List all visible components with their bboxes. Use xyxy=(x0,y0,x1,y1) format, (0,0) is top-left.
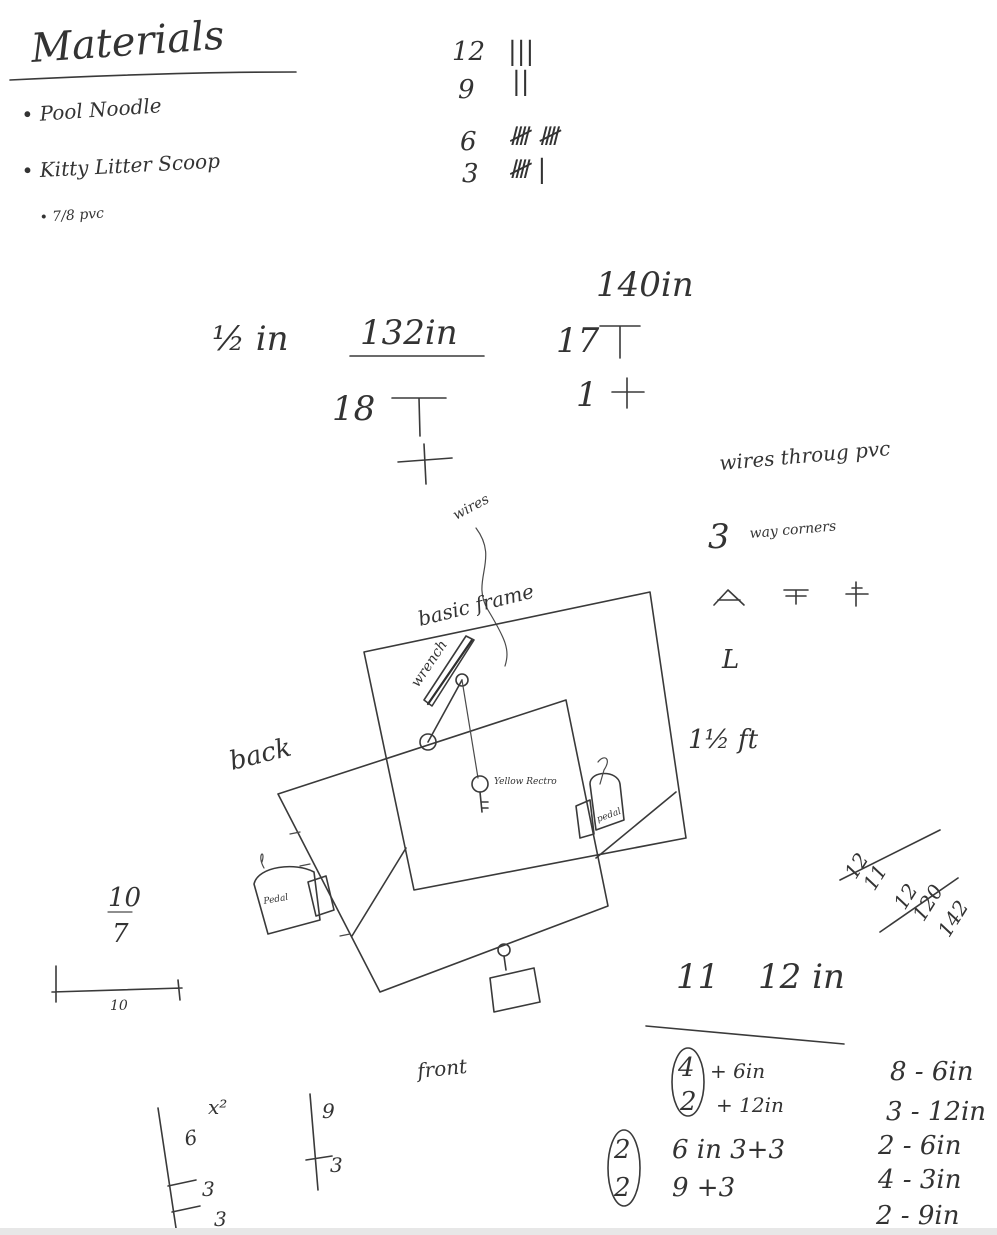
key-icon xyxy=(472,776,488,792)
corner-math: 6 x² 3 3 9 3 xyxy=(158,1094,343,1231)
bottom-row: 11 12 in xyxy=(646,957,845,1044)
ruler-label: 10 xyxy=(110,998,128,1014)
ruler-line xyxy=(52,966,182,1002)
piece-row: + 6in xyxy=(710,1059,765,1083)
tally-marks: 𝍸 𝍸 xyxy=(508,122,561,152)
length-section: 140in ½ in 132in 17 18 1 xyxy=(212,265,694,484)
back-frame xyxy=(364,592,686,890)
count-18: 18 xyxy=(332,389,375,429)
pedal-spring xyxy=(598,758,607,784)
tally-label: 3 xyxy=(462,159,479,189)
six-label: 6 xyxy=(182,1125,200,1151)
count-17: 17 xyxy=(556,321,600,361)
tally-label: 12 xyxy=(452,37,485,67)
circled-number: 2 xyxy=(613,1173,631,1203)
three-way-label: way corners xyxy=(749,518,837,542)
cross-fitting-icon xyxy=(398,444,452,484)
pedal-post xyxy=(504,956,506,970)
corner-L-label: L xyxy=(721,645,739,675)
cut-list-item: 3 - 12in xyxy=(886,1097,986,1127)
circled-number: 2 xyxy=(613,1135,631,1165)
left-pedal-label: Pedal xyxy=(262,893,289,907)
notes-section: wires throug pvc 3 way corners L xyxy=(708,436,891,675)
fraction-numerator: 10 xyxy=(108,883,141,913)
basic-frame-label: basic frame xyxy=(415,579,536,631)
bottom-pedal xyxy=(490,968,540,1012)
frame-brace xyxy=(352,848,406,936)
piece-row: 6 in 3+3 xyxy=(672,1135,785,1165)
tally-label: 9 xyxy=(458,75,475,105)
crank-arm xyxy=(428,680,462,742)
pedal-spring xyxy=(261,854,264,868)
key-label: Yellow Rectro xyxy=(494,777,557,787)
cut-list-item: 8 - 6in xyxy=(890,1057,973,1087)
key-icon xyxy=(480,792,488,812)
material-item: • Pool Noodle xyxy=(21,93,163,127)
three-way-corner-icon xyxy=(714,590,744,605)
tally-label: 6 xyxy=(460,127,477,157)
tee-fitting-icon xyxy=(392,398,446,436)
three-way-count: 3 xyxy=(708,517,730,557)
vertical-stroke xyxy=(158,1108,176,1228)
nine-label: 9 xyxy=(322,1099,335,1123)
cut-list-item: 2 - 9in xyxy=(875,1201,959,1231)
divider-line xyxy=(646,1026,844,1044)
front-frame xyxy=(278,700,608,992)
diagonal-sum: 12 11 12 120 142 xyxy=(840,837,974,941)
circled-number: 2 xyxy=(679,1087,697,1117)
materials-underline xyxy=(10,72,296,80)
three-label: 3 xyxy=(202,1177,215,1201)
length-132: 132in xyxy=(360,313,458,353)
circled-number: 4 xyxy=(677,1053,695,1083)
cut-list-item: 4 - 3in xyxy=(877,1165,961,1195)
squared-label: x² xyxy=(208,1095,227,1119)
count-1: 1 xyxy=(576,375,598,415)
height-label: 1½ ft xyxy=(688,725,759,755)
pedal-mount xyxy=(576,800,594,838)
wires-through-note: wires throug pvc xyxy=(718,436,891,475)
material-item: • Kitty Litter Scoop xyxy=(21,149,221,183)
piece-row: 9 +3 xyxy=(672,1173,735,1203)
tally-marks: ||| xyxy=(508,37,534,67)
length-140: 140in xyxy=(596,265,694,305)
three-small-label: 3 xyxy=(330,1153,343,1177)
materials-section: Materials • Pool Noodle • Kitty Litter S… xyxy=(10,13,296,226)
ruler-section: 10 7 10 xyxy=(52,883,182,1014)
tally-marks: || xyxy=(512,67,530,97)
tee-fitting-icon xyxy=(600,326,640,358)
back-label: back xyxy=(226,733,294,777)
materials-title: Materials xyxy=(28,13,225,72)
bottom-row-left: 11 xyxy=(676,957,719,997)
half-inch-label: ½ in xyxy=(212,319,289,359)
pedal-mount xyxy=(308,876,334,916)
tally-marks: 𝍸 | xyxy=(508,155,546,185)
fraction-denominator: 7 xyxy=(112,919,129,949)
piece-row: + 12in xyxy=(716,1093,784,1117)
scan-edge xyxy=(0,1228,997,1235)
piece-counts: 4 2 + 6in + 12in 2 2 6 in 3+3 9 +3 xyxy=(608,1048,785,1206)
cut-list: 8 - 6in 3 - 12in 2 - 6in 4 - 3in 2 - 9in xyxy=(875,1057,986,1231)
tally-section: 12 ||| 9 || 6 𝍸 𝍸 3 𝍸 | xyxy=(452,37,561,189)
cross-fitting-icon xyxy=(846,582,868,606)
tee-fitting-icon xyxy=(784,590,808,604)
material-item: • 7/8 pvc xyxy=(39,206,105,226)
wires-label: wires xyxy=(450,491,492,523)
wrench-label: wrench xyxy=(408,637,451,690)
bottom-row-right: 12 in xyxy=(758,957,845,997)
cross-fitting-icon xyxy=(612,378,644,408)
cut-list-item: 2 - 6in xyxy=(877,1131,961,1161)
front-label: front xyxy=(414,1054,469,1083)
